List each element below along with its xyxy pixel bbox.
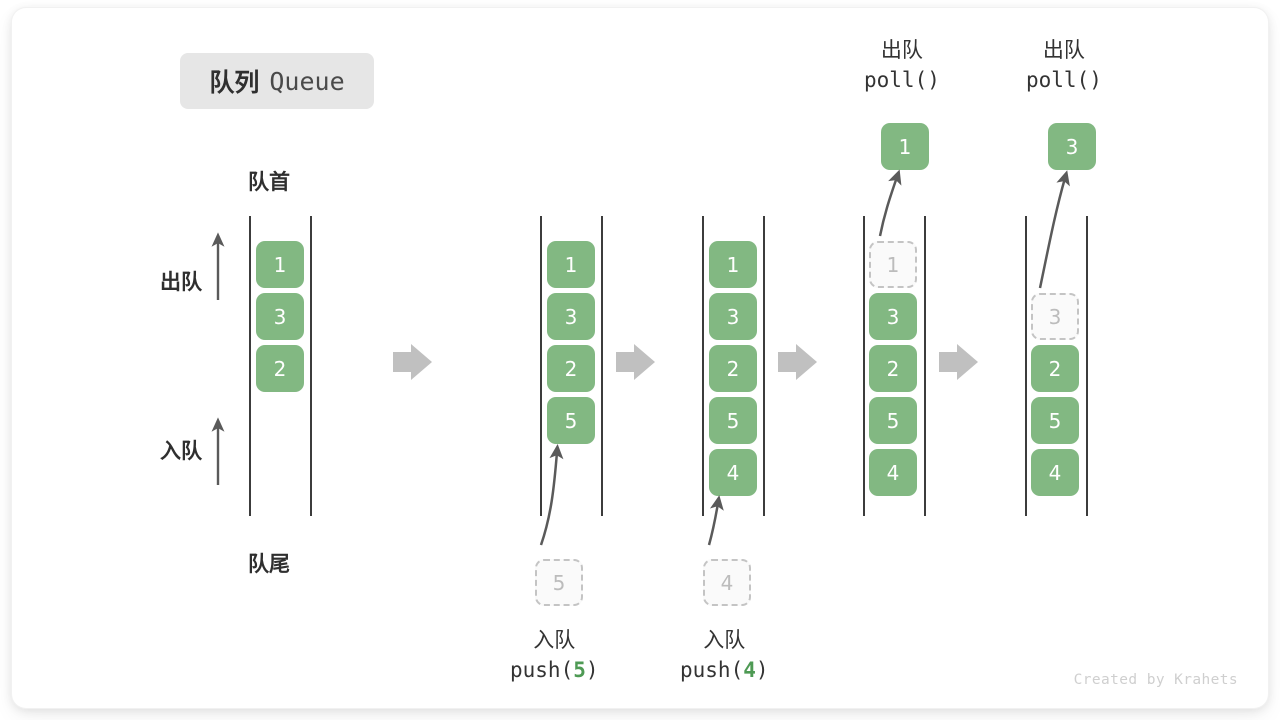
- rail-right: [1086, 216, 1088, 516]
- caption-push-4: 入队 push(4): [680, 626, 769, 686]
- queue-cell: 3: [547, 293, 595, 340]
- queue-cell: 5: [869, 397, 917, 444]
- queue-cell: 2: [547, 345, 595, 392]
- popped-element: 3: [1048, 123, 1096, 170]
- title-badge: 队列 Queue: [180, 53, 374, 109]
- caption-push-5-close: ): [585, 657, 599, 682]
- enqueue-side-label: 入队: [160, 439, 202, 463]
- caption-push-5-code: push(5): [510, 656, 599, 686]
- caption-push-4-fn: push(: [680, 657, 744, 682]
- popped-element: 1: [881, 123, 929, 170]
- title-en: Queue: [269, 66, 345, 96]
- caption-push-4-arg: 4: [743, 657, 756, 682]
- queue-cell: 1: [547, 241, 595, 288]
- queue-cell: 4: [1031, 449, 1079, 496]
- caption-push-5-arg: 5: [573, 657, 586, 682]
- incoming-ghost-cell: 4: [703, 559, 751, 606]
- caption-push-4-code: push(4): [680, 656, 769, 686]
- queue-cell: 5: [709, 397, 757, 444]
- caption-poll-2-cn: 出队: [1042, 38, 1085, 62]
- queue-cell: 3: [869, 293, 917, 340]
- queue-cell: 5: [547, 397, 595, 444]
- queue-cell: 2: [256, 345, 304, 392]
- rail-right: [310, 216, 312, 516]
- watermark: Created by Krahets: [1073, 672, 1238, 688]
- queue-cell: 2: [709, 345, 757, 392]
- rail-left: [1025, 216, 1027, 516]
- caption-push-5-cn: 入队: [533, 628, 576, 652]
- queue-cell: 3: [256, 293, 304, 340]
- rail-left: [702, 216, 704, 516]
- queue-cell: 2: [1031, 345, 1079, 392]
- rail-right: [601, 216, 603, 516]
- rail-left: [540, 216, 542, 516]
- queue-cell: 4: [869, 449, 917, 496]
- caption-push-5: 入队 push(5): [510, 626, 599, 686]
- queue-cell: 3: [709, 293, 757, 340]
- rail-right: [924, 216, 926, 516]
- rail-right: [763, 216, 765, 516]
- diagram-canvas: 队列 Queue 队首 队尾 出队 入队 1 3 2 1 3 2 5 5 1 3…: [12, 8, 1268, 708]
- rail-left: [249, 216, 251, 516]
- queue-cell: 4: [709, 449, 757, 496]
- dequeue-side-label: 出队: [160, 270, 202, 294]
- caption-push-4-cn: 入队: [703, 628, 746, 652]
- caption-poll-2-code: poll(): [1026, 67, 1102, 92]
- queue-rear-label: 队尾: [248, 552, 290, 576]
- queue-cell: 1: [256, 241, 304, 288]
- outgoing-ghost-cell: 1: [869, 241, 917, 288]
- outgoing-ghost-cell: 3: [1031, 293, 1079, 340]
- queue-cell: 1: [709, 241, 757, 288]
- caption-push-4-close: ): [755, 657, 769, 682]
- title-cn: 队列: [209, 68, 260, 97]
- caption-poll-1: 出队 poll(): [864, 36, 940, 96]
- queue-cell: 5: [1031, 397, 1079, 444]
- queue-cell: 2: [869, 345, 917, 392]
- incoming-ghost-cell: 5: [535, 559, 583, 606]
- rail-left: [863, 216, 865, 516]
- caption-push-5-fn: push(: [510, 657, 574, 682]
- caption-poll-1-cn: 出队: [880, 38, 923, 62]
- caption-poll-2: 出队 poll(): [1026, 36, 1102, 96]
- queue-front-label: 队首: [248, 170, 290, 194]
- caption-poll-1-code: poll(): [864, 67, 940, 92]
